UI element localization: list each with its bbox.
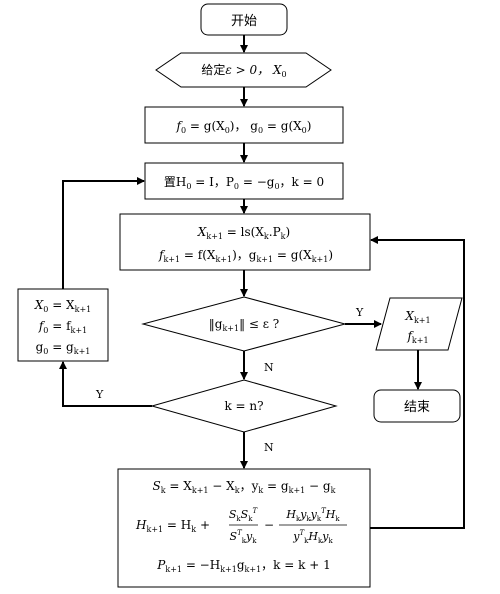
- frac1-numerator: SkSkT: [229, 507, 259, 523]
- reset-line2: f0 = fk+1: [38, 319, 87, 335]
- start-label: 开始: [231, 14, 257, 29]
- restart-decision: k = n?: [150, 379, 338, 433]
- output-node: Xk+1 fk+1: [375, 297, 463, 351]
- line-search-node: Xk+1 = ls(Xk.Pk) fk+1 = f(Xk+1)，gk+1 = g…: [119, 213, 371, 271]
- init-eval-label: f0 = g(X0)， g0 = g(X0): [176, 119, 312, 135]
- converge-label: ‖gk+1‖ ≤ ε ?: [209, 317, 279, 333]
- edges: [59, 35, 465, 529]
- frac2-numerator: HkykykTHk: [285, 507, 340, 523]
- label-no-restart: N: [264, 441, 274, 454]
- restart-label: k = n?: [224, 399, 263, 413]
- edge-update-loop: [370, 236, 465, 529]
- line-search-line2: fk+1 = f(Xk+1)，gk+1 = g(Xk+1): [158, 248, 333, 264]
- input-label: 给定ε > 0， X0: [201, 62, 286, 79]
- frac1-denominator: STkyk: [230, 529, 258, 545]
- end-node: 结束: [373, 389, 461, 423]
- edge-restart-yes: [59, 361, 152, 407]
- reset-line3: g0 = gk+1: [36, 340, 91, 356]
- reset-node: X0 = Xk+1 f0 = fk+1 g0 = gk+1: [17, 288, 109, 362]
- update-node: Sk = Xk+1 − Xk，yk = gk+1 − gk Hk+1 = Hk …: [117, 468, 371, 588]
- label-yes-converge: Y: [355, 306, 364, 319]
- update-h-lhs: Hk+1 = Hk +: [135, 518, 210, 534]
- input-node: 给定ε > 0， X0: [155, 52, 332, 88]
- init-set-label: 置H0 = I，P0 = −g0，k = 0: [164, 175, 324, 191]
- reset-line1: X0 = Xk+1: [34, 298, 92, 314]
- end-label: 结束: [404, 400, 430, 415]
- frac2-denominator: yTkHkyk: [292, 529, 333, 545]
- init-set-node: 置H0 = I，P0 = −g0，k = 0: [144, 162, 344, 200]
- update-s-line: Sk = Xk+1 − Xk，yk = gk+1 − gk: [153, 479, 336, 495]
- init-eval-node: f0 = g(X0)， g0 = g(X0): [144, 106, 344, 144]
- output-line2: fk+1: [406, 329, 428, 345]
- label-no-converge: N: [264, 361, 274, 374]
- converge-decision: ‖gk+1‖ ≤ ε ?: [141, 296, 347, 352]
- update-minus: −: [264, 518, 274, 532]
- edge-reset-to-set: [62, 177, 145, 289]
- update-p-line: Pk+1 = −Hk+1gk+1，k = k + 1: [156, 558, 330, 574]
- start-node: 开始: [200, 3, 288, 36]
- output-line1: Xk+1: [404, 309, 430, 325]
- label-yes-restart: Y: [95, 388, 104, 401]
- line-search-line1: Xk+1 = ls(Xk.Pk): [197, 225, 290, 241]
